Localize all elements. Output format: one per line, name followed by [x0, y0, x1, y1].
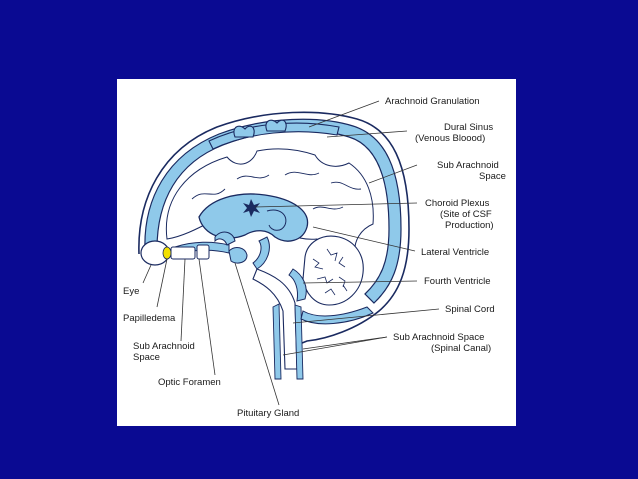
optic-foramen-shape	[196, 244, 210, 260]
cerebellum-folia	[312, 248, 348, 296]
label-lateral-ventricle: Lateral Ventricle	[421, 247, 489, 258]
leader-eye	[142, 264, 152, 284]
leader-spinal-subarachnoid-1	[302, 336, 388, 350]
label-choroid-plexus-1: Choroid Plexus	[425, 198, 490, 209]
leader-arachnoid-granulation	[308, 100, 380, 128]
leader-lateral-ventricle	[312, 226, 416, 252]
leader-dural-sinus	[326, 130, 408, 138]
label-pituitary-gland: Pituitary Gland	[237, 408, 299, 419]
label-sub-arachnoid-left-1: Sub Arachnoid	[133, 341, 195, 352]
label-optic-foramen: Optic Foramen	[158, 377, 221, 388]
label-dural-sinus-1: Dural Sinus	[444, 122, 493, 133]
optic-nerve-sheath	[170, 246, 196, 260]
label-sub-arachnoid-spinal-1: Sub Arachnoid Space	[393, 332, 484, 343]
frontal-subarachnoid	[214, 231, 236, 246]
leader-choroid-plexus	[254, 202, 418, 208]
leader-fourth-ventricle	[302, 280, 418, 284]
brain-gyri-folds	[191, 171, 362, 220]
label-sub-arachnoid-2: Space	[479, 171, 506, 182]
arachnoid-granulation-left	[233, 125, 255, 138]
leader-papilledema	[156, 258, 168, 308]
leader-spinal-subarachnoid-2	[282, 336, 388, 356]
label-eye: Eye	[123, 286, 139, 297]
arachnoid-granulation-right	[265, 119, 287, 132]
leader-spinal-cord	[292, 308, 440, 324]
third-ventricle	[252, 236, 270, 270]
diagram-panel: Arachnoid Granulation Dural Sinus (Venou…	[117, 79, 516, 426]
leader-sub-arachnoid	[368, 164, 418, 184]
label-dural-sinus-2: (Venous Bloood)	[415, 133, 485, 144]
label-choroid-plexus-3: Production)	[445, 220, 494, 231]
pituitary-gland-shape	[228, 247, 248, 264]
skull-outline	[138, 111, 410, 348]
label-papilledema: Papilledema	[123, 313, 176, 324]
leader-optic-foramen	[198, 258, 216, 376]
label-sub-arachnoid-1: Sub Arachnoid	[437, 160, 499, 171]
label-sub-arachnoid-spinal-2: (Spinal Canal)	[431, 343, 491, 354]
cerebellum	[302, 235, 364, 306]
ventricle-inner-curve	[266, 209, 287, 231]
label-fourth-ventricle: Fourth Ventricle	[424, 276, 491, 287]
choroid-plexus-icon	[243, 199, 260, 217]
label-choroid-plexus-2: (Site of CSF	[440, 209, 492, 220]
optic-disc-highlight	[162, 246, 172, 260]
label-sub-arachnoid-left-2: Space	[133, 352, 160, 363]
leader-pituitary	[234, 262, 280, 406]
brainstem	[252, 268, 298, 370]
label-spinal-cord: Spinal Cord	[445, 304, 495, 315]
leader-left-subarachnoid	[180, 258, 186, 342]
brain-csf-diagram: Arachnoid Granulation Dural Sinus (Venou…	[123, 96, 506, 419]
spinal-canal-lower	[300, 306, 374, 325]
label-arachnoid-granulation: Arachnoid Granulation	[385, 96, 480, 107]
fourth-ventricle	[288, 268, 307, 302]
